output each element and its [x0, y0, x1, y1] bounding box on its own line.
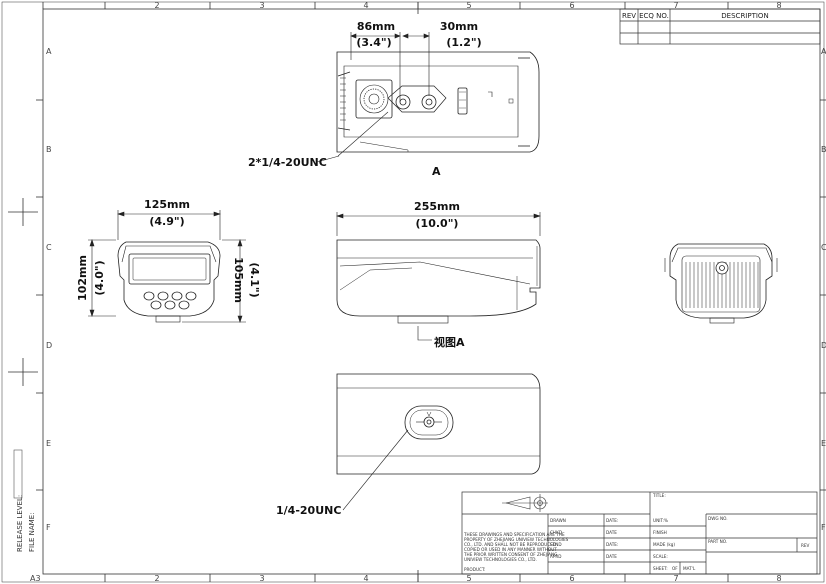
dim-125mm: 125mm	[144, 198, 190, 211]
dwg-no-label: DWG NO.	[708, 516, 728, 521]
col-label: 4	[363, 574, 368, 583]
col-label: 4	[363, 1, 368, 10]
col-label: 8	[776, 574, 781, 583]
row-label: C	[821, 243, 826, 252]
front-view	[117, 241, 221, 323]
front-dimensions	[88, 210, 246, 323]
dim-86mm: 86mm	[357, 20, 395, 33]
row-label: D	[821, 341, 826, 350]
col-label: 6	[569, 574, 574, 583]
legal-line: PROPERTY OF ZHEJIANG UNIVIEW TECHNOLOGIE…	[464, 537, 569, 542]
bottom-view	[336, 373, 541, 475]
top-dimensions	[337, 32, 430, 157]
projection-symbol	[502, 494, 548, 512]
date-label: DATE:	[606, 542, 618, 547]
ecq-header: ECQ NO.	[639, 12, 669, 20]
drawn-label: DRAWN	[550, 518, 566, 523]
file-name-label: FILE NAME:	[28, 513, 36, 552]
rev-label: REV	[801, 543, 810, 548]
stnd-label: STND	[550, 542, 562, 547]
chkd-label: CHKD	[550, 530, 562, 535]
legal-line: THE PRIOR WRITTEN CONSENT OF ZHEJIANG	[463, 552, 557, 557]
col-label: 6	[569, 1, 574, 10]
dim-4.0in: (4.0")	[93, 260, 106, 295]
callout-top-thread: 2*1/4-20UNC	[248, 156, 327, 169]
row-label: A	[821, 47, 826, 56]
row-label: E	[46, 439, 51, 448]
view-a-label: A	[432, 165, 441, 178]
title-label: TITLE:	[652, 493, 666, 498]
product-label: PRODUCT:	[464, 567, 485, 572]
row-label: D	[46, 341, 52, 350]
dim-4.1in: (4.1")	[248, 262, 261, 297]
date-label: DATE	[606, 530, 617, 535]
dim-255mm: 255mm	[414, 200, 460, 213]
dim-105mm: 105mm	[232, 257, 245, 303]
view-reference-label: 视图A	[434, 335, 465, 349]
col-label: 2	[154, 574, 159, 583]
part-no-label: PART NO.	[708, 539, 727, 544]
col-label: 2	[154, 1, 159, 10]
row-label: B	[821, 145, 826, 154]
dim-10.0in: (10.0")	[416, 217, 459, 230]
description-header: DESCRIPTION	[721, 12, 768, 20]
col-label: 5	[466, 1, 471, 10]
sheet-size-label: A3	[30, 574, 41, 583]
title-block: THESE DRAWINGS AND SPECIFICATION ARE THE…	[461, 491, 818, 575]
zone-labels: 2 3 4 5 6 7 8 2 3 4 5 6 7 8 A B C D E F …	[30, 1, 826, 583]
legal-line: COPIED OR USED IN ANY MANNER WITHOUT	[464, 547, 557, 552]
aprd-label: APRD	[550, 554, 562, 559]
row-label: F	[46, 523, 51, 532]
dim-30mm: 30mm	[440, 20, 478, 33]
legal-line: UNIVIEW TECHNOLOGIES CO., LTD.	[464, 557, 537, 562]
dim-3.4in: (3.4")	[356, 36, 391, 49]
side-view	[336, 239, 541, 324]
row-label: F	[821, 523, 826, 532]
sheet-label: SHEET:	[653, 566, 668, 571]
release-level-label: RELEASE LEVEL:	[16, 495, 24, 552]
dim-4.9in: (4.9")	[149, 215, 184, 228]
unit-label: UNIT:%	[653, 518, 668, 523]
col-label: 7	[673, 574, 678, 583]
legal-line: THESE DRAWINGS AND SPECIFICATION ARE THE	[463, 532, 565, 537]
mat-label: MAT'L	[683, 566, 696, 571]
col-label: 3	[259, 1, 264, 10]
legal-line: CO., LTD. AND SHALL NOT BE REPRODUCED	[464, 542, 556, 547]
row-label: A	[46, 47, 52, 56]
finish-label: FINISH	[653, 530, 667, 535]
scale-label: SCALE:	[653, 554, 668, 559]
dim-1.2in: (1.2")	[446, 36, 481, 49]
date-label: DATE:	[606, 518, 618, 523]
material-label: MADE (kg)	[653, 542, 675, 547]
bottom-leader	[342, 429, 409, 511]
revision-block: REV ECQ NO. DESCRIPTION	[619, 8, 821, 45]
callout-bottom-thread: 1/4-20UNC	[276, 504, 341, 517]
date-label: DATE	[606, 554, 617, 559]
rev-header: REV	[622, 12, 636, 20]
col-label: 3	[259, 574, 264, 583]
rear-view	[664, 243, 778, 324]
row-label: B	[46, 145, 52, 154]
top-view	[336, 51, 540, 153]
col-label: 5	[466, 574, 471, 583]
col-label: 8	[776, 1, 781, 10]
centering-marks	[8, 2, 419, 582]
row-label: E	[821, 439, 826, 448]
col-label: 7	[673, 1, 678, 10]
side-dimensions	[336, 212, 541, 341]
row-label: C	[46, 243, 52, 252]
release-sidebar: RELEASE LEVEL: FILE NAME:	[13, 449, 36, 552]
dim-102mm: 102mm	[76, 255, 89, 301]
of-label: OF	[672, 566, 678, 571]
